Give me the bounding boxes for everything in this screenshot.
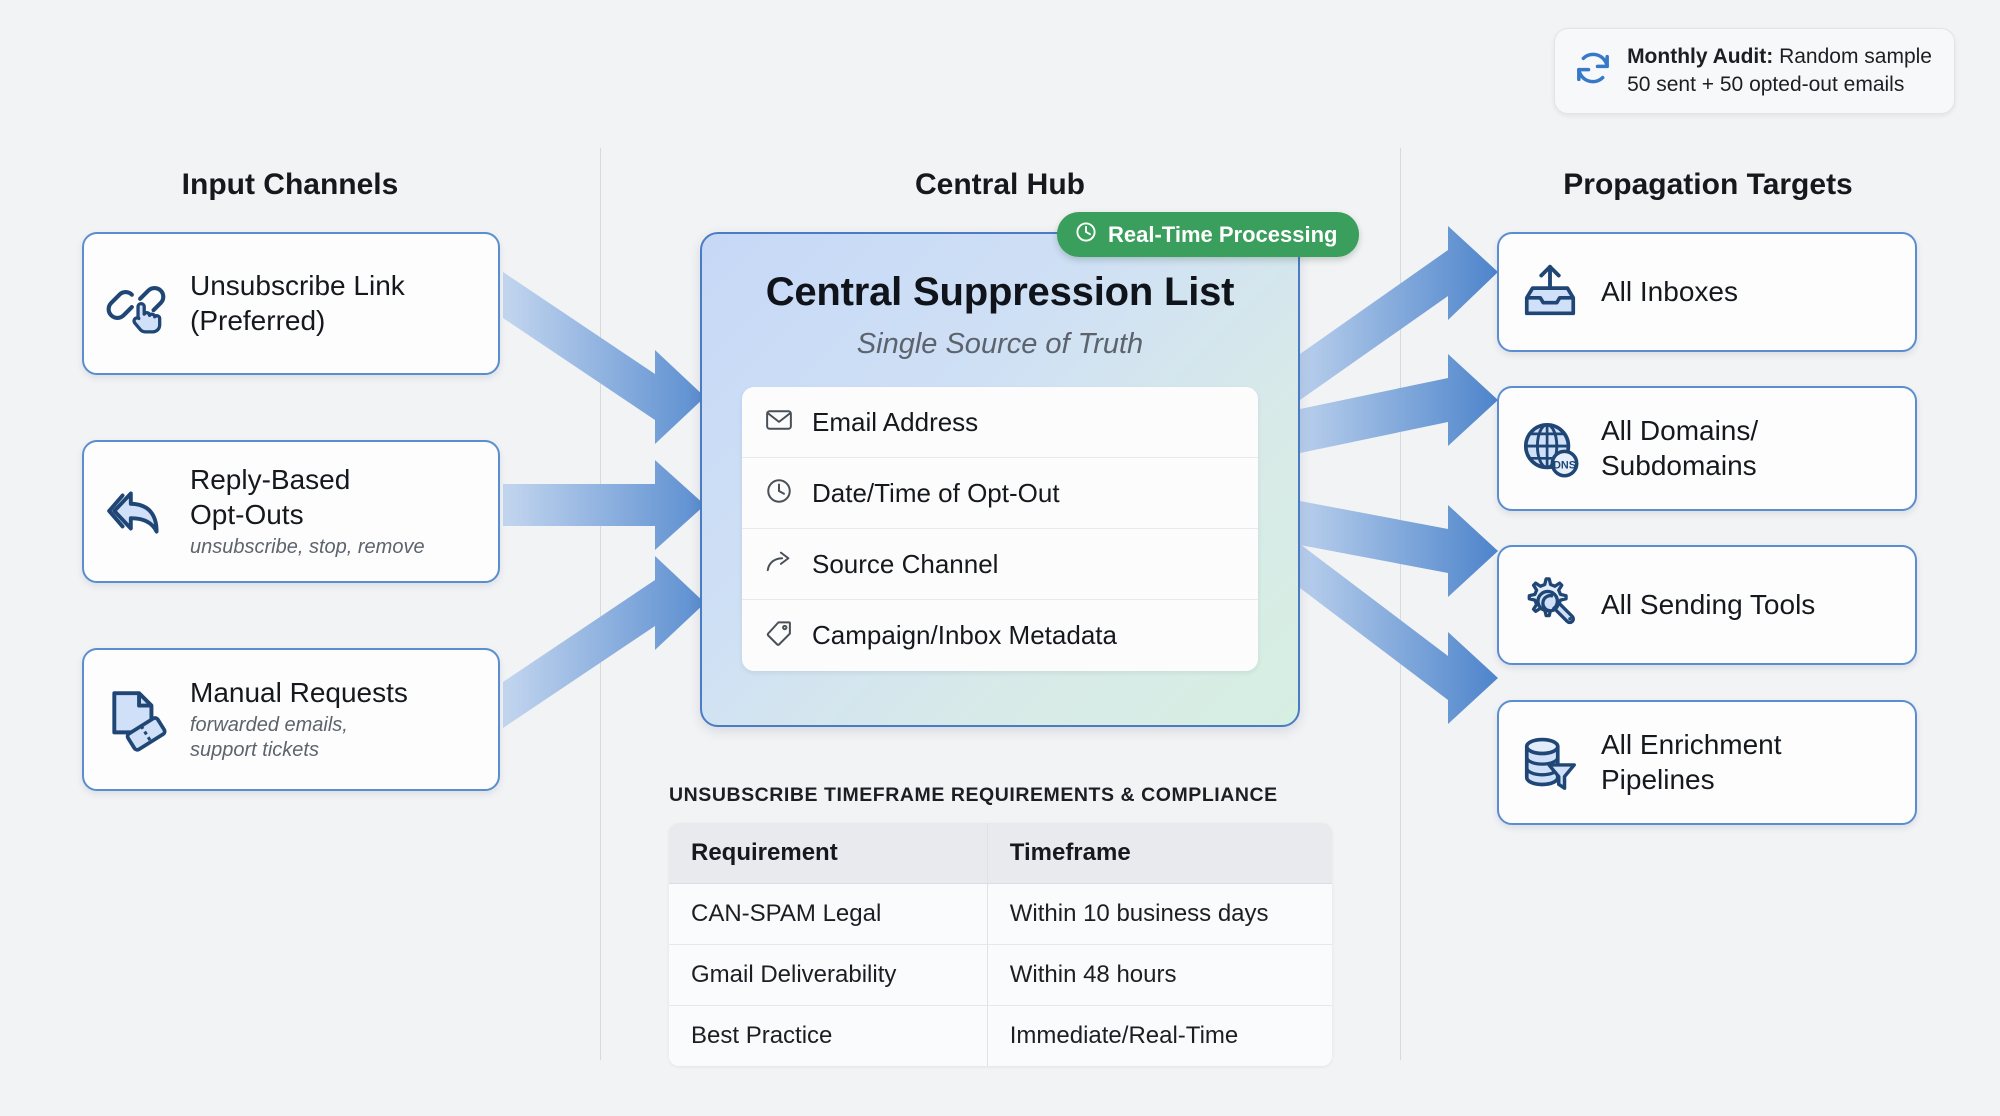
card-title-line2: Pipelines <box>1601 763 1715 795</box>
compliance-table: Requirement Timeframe CAN-SPAM Legal Wit… <box>669 823 1332 1066</box>
card-subtitle: unsubscribe, stop, remove <box>190 535 425 558</box>
field-row-email-address: Email Address <box>742 387 1258 458</box>
monthly-audit-badge: Monthly Audit: Random sample 50 sent + 5… <box>1554 28 1955 115</box>
arrow-hub-to-domains <box>1300 354 1498 453</box>
card-title: Manual Requests <box>190 676 408 708</box>
tag-icon <box>764 618 794 653</box>
column-title-central-hub: Central Hub <box>914 168 1086 201</box>
audit-rest: Random sample <box>1773 45 1932 68</box>
target-card-all-inboxes[interactable]: All Inboxes <box>1497 232 1917 352</box>
column-divider-left <box>600 148 601 1060</box>
realtime-processing-badge: Real-Time Processing <box>1057 212 1360 257</box>
clock-icon <box>764 476 794 511</box>
arrow-unsubscribe-to-hub <box>503 272 705 444</box>
globe-dns-icon: DNS <box>1519 418 1581 480</box>
table-cell-requirement: Best Practice <box>669 1005 988 1066</box>
input-card-manual-requests[interactable]: Manual Requests forwarded emails, suppor… <box>82 648 500 791</box>
table-row: CAN-SPAM Legal Within 10 business days <box>669 883 1332 945</box>
card-body: All Inboxes <box>1601 275 1738 309</box>
card-title-line2: (Preferred) <box>190 304 326 336</box>
card-title: All Domains/ <box>1601 415 1759 447</box>
table-cell-timeframe: Immediate/Real-Time <box>987 1005 1332 1066</box>
column-title-input-channels: Input Channels <box>181 168 399 201</box>
audit-label: Monthly Audit: <box>1627 45 1774 68</box>
document-ticket-icon <box>104 687 170 753</box>
card-body: Unsubscribe Link (Preferred) <box>190 269 405 337</box>
database-funnel-icon <box>1519 732 1581 794</box>
hub-field-list: Email Address Date/Time of Opt-Out Sourc… <box>742 387 1258 671</box>
field-row-source-channel: Source Channel <box>742 529 1258 600</box>
table-cell-timeframe: Within 10 business days <box>987 883 1332 945</box>
refresh-cycle-icon <box>1573 48 1613 93</box>
card-subtitle: forwarded emails, support tickets <box>190 714 348 762</box>
reply-all-arrow-icon <box>104 481 170 543</box>
card-title-line2: Opt-Outs <box>190 498 304 530</box>
link-click-icon <box>104 271 170 337</box>
hub-title: Central Suppression List <box>765 270 1235 314</box>
hub-subtitle: Single Source of Truth <box>856 328 1144 360</box>
card-body: All Domains/ Subdomains <box>1601 414 1758 482</box>
field-row-campaign-metadata: Campaign/Inbox Metadata <box>742 600 1258 671</box>
badge-label: Real-Time Processing <box>1108 221 1338 247</box>
column-title-propagation-targets: Propagation Targets <box>1563 168 1853 201</box>
arrow-reply-to-hub <box>503 460 705 550</box>
field-label: Campaign/Inbox Metadata <box>812 620 1117 650</box>
table-header-timeframe: Timeframe <box>987 823 1332 884</box>
audit-line2: 50 sent + 50 opted-out emails <box>1627 72 1905 96</box>
column-divider-right <box>1400 148 1401 1060</box>
compliance-table-caption: UNSUBSCRIBE TIMEFRAME REQUIREMENTS & COM… <box>669 784 1278 806</box>
input-card-reply-based-optouts[interactable]: Reply-Based Opt-Outs unsubscribe, stop, … <box>82 440 500 583</box>
card-title: All Enrichment <box>1601 729 1782 761</box>
card-body: All Enrichment Pipelines <box>1601 728 1782 796</box>
field-label: Source Channel <box>812 548 999 579</box>
card-title: All Sending Tools <box>1601 588 1816 620</box>
field-label: Date/Time of Opt-Out <box>812 477 1060 508</box>
target-card-all-domains-subdomains[interactable]: DNS All Domains/ Subdomains <box>1497 386 1917 511</box>
card-body: Reply-Based Opt-Outs unsubscribe, stop, … <box>190 463 425 559</box>
field-row-date-time: Date/Time of Opt-Out <box>742 458 1258 529</box>
table-cell-requirement: CAN-SPAM Legal <box>669 883 988 945</box>
envelope-icon <box>764 405 794 440</box>
table-row: Gmail Deliverability Within 48 hours <box>669 944 1332 1006</box>
table-cell-timeframe: Within 48 hours <box>987 944 1332 1006</box>
arrow-manual-to-hub <box>503 556 705 728</box>
card-body: Manual Requests forwarded emails, suppor… <box>190 676 408 763</box>
input-card-unsubscribe-link[interactable]: Unsubscribe Link (Preferred) <box>82 232 500 375</box>
table-header-row: Requirement Timeframe <box>669 823 1332 884</box>
card-title: All Inboxes <box>1601 275 1738 307</box>
gear-wrench-icon <box>1519 574 1581 636</box>
card-body: All Sending Tools <box>1601 588 1815 622</box>
arrow-hub-to-sending-tools <box>1300 501 1498 597</box>
target-card-all-sending-tools[interactable]: All Sending Tools <box>1497 545 1917 665</box>
field-label: Email Address <box>812 406 979 437</box>
table-header-requirement: Requirement <box>669 823 988 884</box>
central-suppression-list-panel: Central Suppression List Single Source o… <box>700 232 1300 727</box>
audit-text: Monthly Audit: Random sample 50 sent + 5… <box>1627 43 1932 98</box>
table-row: Best Practice Immediate/Real-Time <box>669 1005 1332 1066</box>
clock-icon <box>1074 220 1098 250</box>
card-title: Unsubscribe Link <box>190 270 405 302</box>
table-cell-requirement: Gmail Deliverability <box>669 944 988 1006</box>
svg-text:DNS: DNS <box>1553 459 1576 471</box>
card-title: Reply-Based <box>190 464 351 496</box>
arrow-hub-to-enrichment <box>1300 544 1498 724</box>
inbox-tray-upload-icon <box>1519 261 1581 323</box>
share-arrow-icon <box>764 547 794 582</box>
target-card-all-enrichment-pipelines[interactable]: All Enrichment Pipelines <box>1497 700 1917 825</box>
card-title-line2: Subdomains <box>1601 449 1757 481</box>
